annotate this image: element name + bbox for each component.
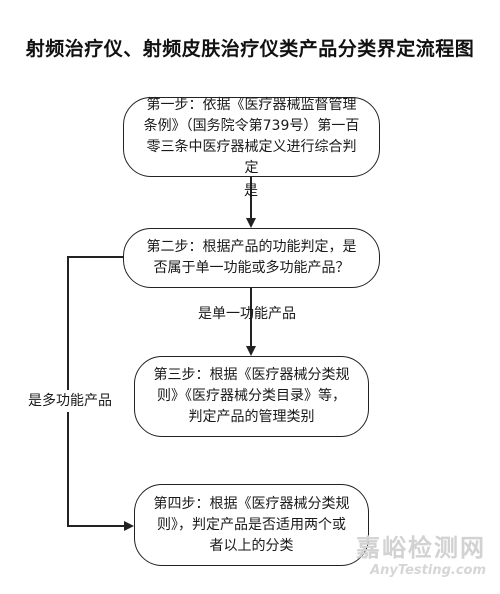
step-3-box: 第三步：根据《医疗器械分类规则》《医疗器械分类目录》等，判定产品的管理类别: [134, 356, 369, 437]
step-1-text: 第一步：依据《医疗器械监督管理条例》（国务院令第739号）第一百零三条中医疗器械…: [143, 97, 360, 176]
flowchart-title: 射频治疗仪、射频皮肤治疗仪类产品分类界定流程图: [25, 38, 475, 60]
edge-label-single-function: 是单一功能产品: [198, 306, 296, 322]
edge-label-yes: 是: [244, 183, 258, 199]
step-2-box: 第二步：根据产品的功能判定，是否属于单一功能或多功能产品？: [123, 228, 380, 288]
step-4-text: 第四步：根据《医疗器械分类规则》，判定产品是否适用两个或者以上的分类: [153, 495, 350, 554]
watermark-en: AnyTesting.com: [370, 563, 486, 578]
step-1-box: 第一步：依据《医疗器械监督管理条例》（国务院令第739号）第一百零三条中医疗器械…: [123, 97, 380, 177]
watermark: 嘉峪检测网 AnyTesting.com: [356, 536, 486, 577]
step-3-text: 第三步：根据《医疗器械分类规则》《医疗器械分类目录》等，判定产品的管理类别: [153, 367, 350, 425]
step-4-box: 第四步：根据《医疗器械分类规则》，判定产品是否适用两个或者以上的分类: [134, 484, 369, 566]
step-2-text: 第二步：根据产品的功能判定，是否属于单一功能或多功能产品？: [146, 239, 357, 276]
edge-label-multi-function: 是多功能产品: [28, 390, 112, 412]
watermark-cn: 嘉峪检测网: [356, 534, 486, 562]
